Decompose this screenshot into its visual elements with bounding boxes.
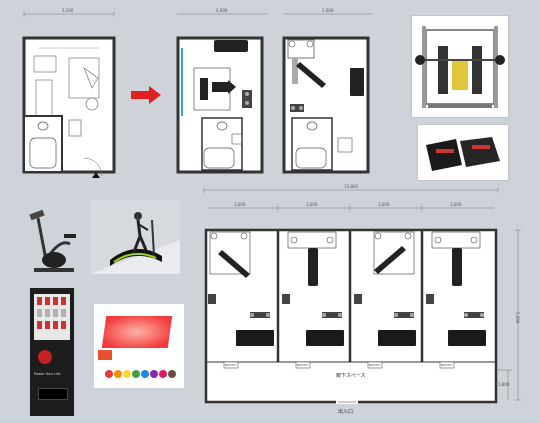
dim-room-3: 3,000 bbox=[378, 202, 390, 207]
booth-sign-1: BOOTH bbox=[225, 363, 236, 367]
vending-tagline: Power Your Life bbox=[34, 372, 61, 376]
dim-room-1: 3,000 bbox=[234, 202, 246, 207]
infrared-panel-photo bbox=[94, 304, 184, 388]
dim-room-4: 3,000 bbox=[450, 202, 462, 207]
dim-combined-width: 13,800 bbox=[344, 184, 358, 189]
proposed-plan-a: 2,600 bbox=[172, 8, 272, 178]
dim-plan-b-width: 2,600 bbox=[322, 8, 334, 13]
booth-sign-3: BOOTH bbox=[369, 363, 380, 367]
vending-machine-photo: Power Your Life bbox=[30, 288, 74, 416]
dim-corridor-depth: 1,800 bbox=[498, 382, 510, 387]
dim-room-2: 3,000 bbox=[306, 202, 318, 207]
dim-side-height: 5,000 bbox=[515, 312, 520, 324]
vending-logo bbox=[38, 350, 52, 364]
four-booth-floor-plan: 13,800 3,000 3,000 3,000 3,000 5,000 1,8… bbox=[198, 184, 528, 418]
corridor-label: 廊下スペース bbox=[336, 373, 366, 379]
booth-sign-4: BOOTH bbox=[441, 363, 452, 367]
dim-original-width: 3,100 bbox=[62, 8, 74, 13]
exercise-bike-photo bbox=[20, 204, 82, 276]
entrance-label: 出入口 bbox=[338, 409, 354, 415]
proposed-plan-b: 2,600 bbox=[278, 8, 378, 178]
vending-display bbox=[34, 294, 70, 340]
vending-slot bbox=[38, 388, 68, 400]
panel-red-area bbox=[101, 316, 173, 348]
panel-color-dots bbox=[104, 366, 176, 378]
booth-sign-2: BOOTH bbox=[297, 363, 308, 367]
curved-treadmill-photo bbox=[90, 200, 180, 274]
right-arrow-icon bbox=[131, 86, 161, 104]
dumbbell-photo bbox=[418, 125, 508, 180]
power-rack-photo bbox=[412, 16, 508, 117]
original-floor-plan: 3,100 bbox=[14, 8, 124, 178]
dim-plan-a-width: 2,600 bbox=[216, 8, 228, 13]
panel-badge bbox=[98, 350, 112, 360]
